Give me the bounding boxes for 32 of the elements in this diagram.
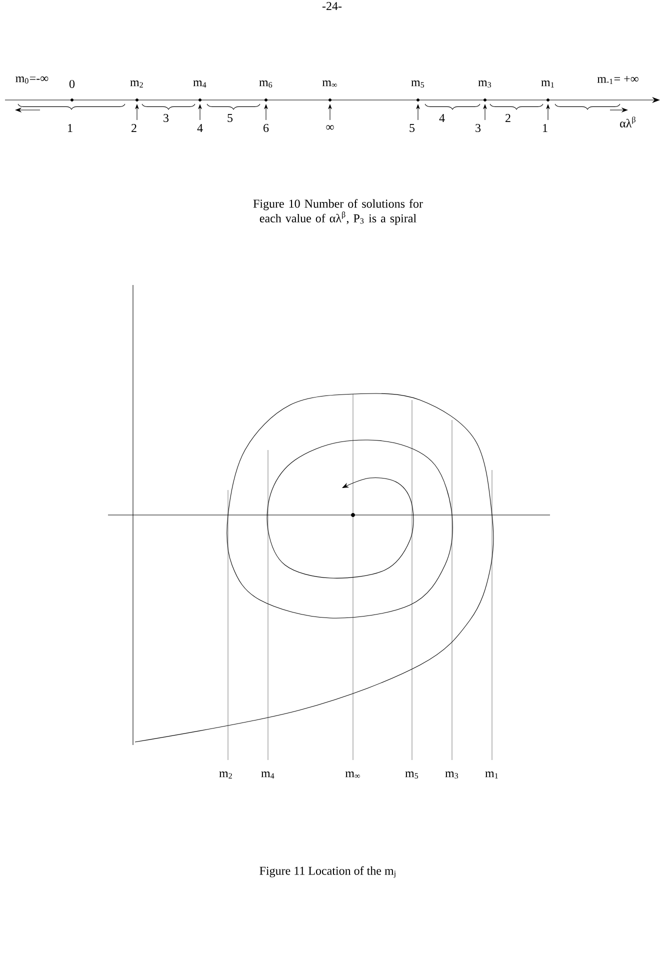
page-number: -24- (322, 2, 342, 10)
axis-label: αλ$^{β}$ (620, 116, 636, 128)
count-label: 5 (228, 114, 233, 122)
axis-label: m$_{4}$ (261, 772, 274, 778)
axis-label: m$_{2}$ (130, 80, 143, 88)
axis-label: m$_{1}$ (541, 80, 554, 88)
axis-label: m$_{2}$ (219, 772, 232, 778)
count-label: 1 (68, 124, 72, 132)
count-label: 2 (132, 124, 136, 132)
count-label: ∞ (326, 125, 334, 130)
count-label: 4 (197, 124, 203, 132)
axis-label: m$_{3}$ (445, 771, 458, 779)
axis-label: m$_{0}$=-∞ (16, 76, 48, 84)
axis-label: m$_{4}$ (193, 80, 206, 88)
axis-label: m$_{5}$ (411, 80, 424, 88)
axis-label: m$_{-1}$= +∞ (597, 76, 638, 84)
figure-caption: Figure 10 Number of solutions for each value of αλ$^{β}$, P$_{3}$ is a spiral (253, 199, 423, 225)
count-label: 6 (264, 124, 269, 132)
count-label: 3 (164, 114, 169, 122)
axis-label: m$_{6}$ (259, 80, 272, 88)
axis-label: m$_{5}$ (405, 771, 418, 779)
count-label: 3 (476, 124, 481, 132)
axis-label: m$_{∞}$ (345, 772, 360, 778)
figure-caption: Figure 11 Location of the m$_{j}$ (260, 866, 396, 878)
axis-label: m$_{1}$ (485, 772, 498, 778)
count-label: 1 (543, 124, 548, 132)
axis-label: 0 (69, 80, 75, 88)
axis-label: m$_{3}$ (478, 80, 492, 88)
count-label: 4 (439, 114, 445, 122)
count-label: 5 (410, 124, 415, 132)
axis-label: m$_{∞}$ (322, 80, 337, 87)
count-label: 2 (506, 114, 510, 122)
